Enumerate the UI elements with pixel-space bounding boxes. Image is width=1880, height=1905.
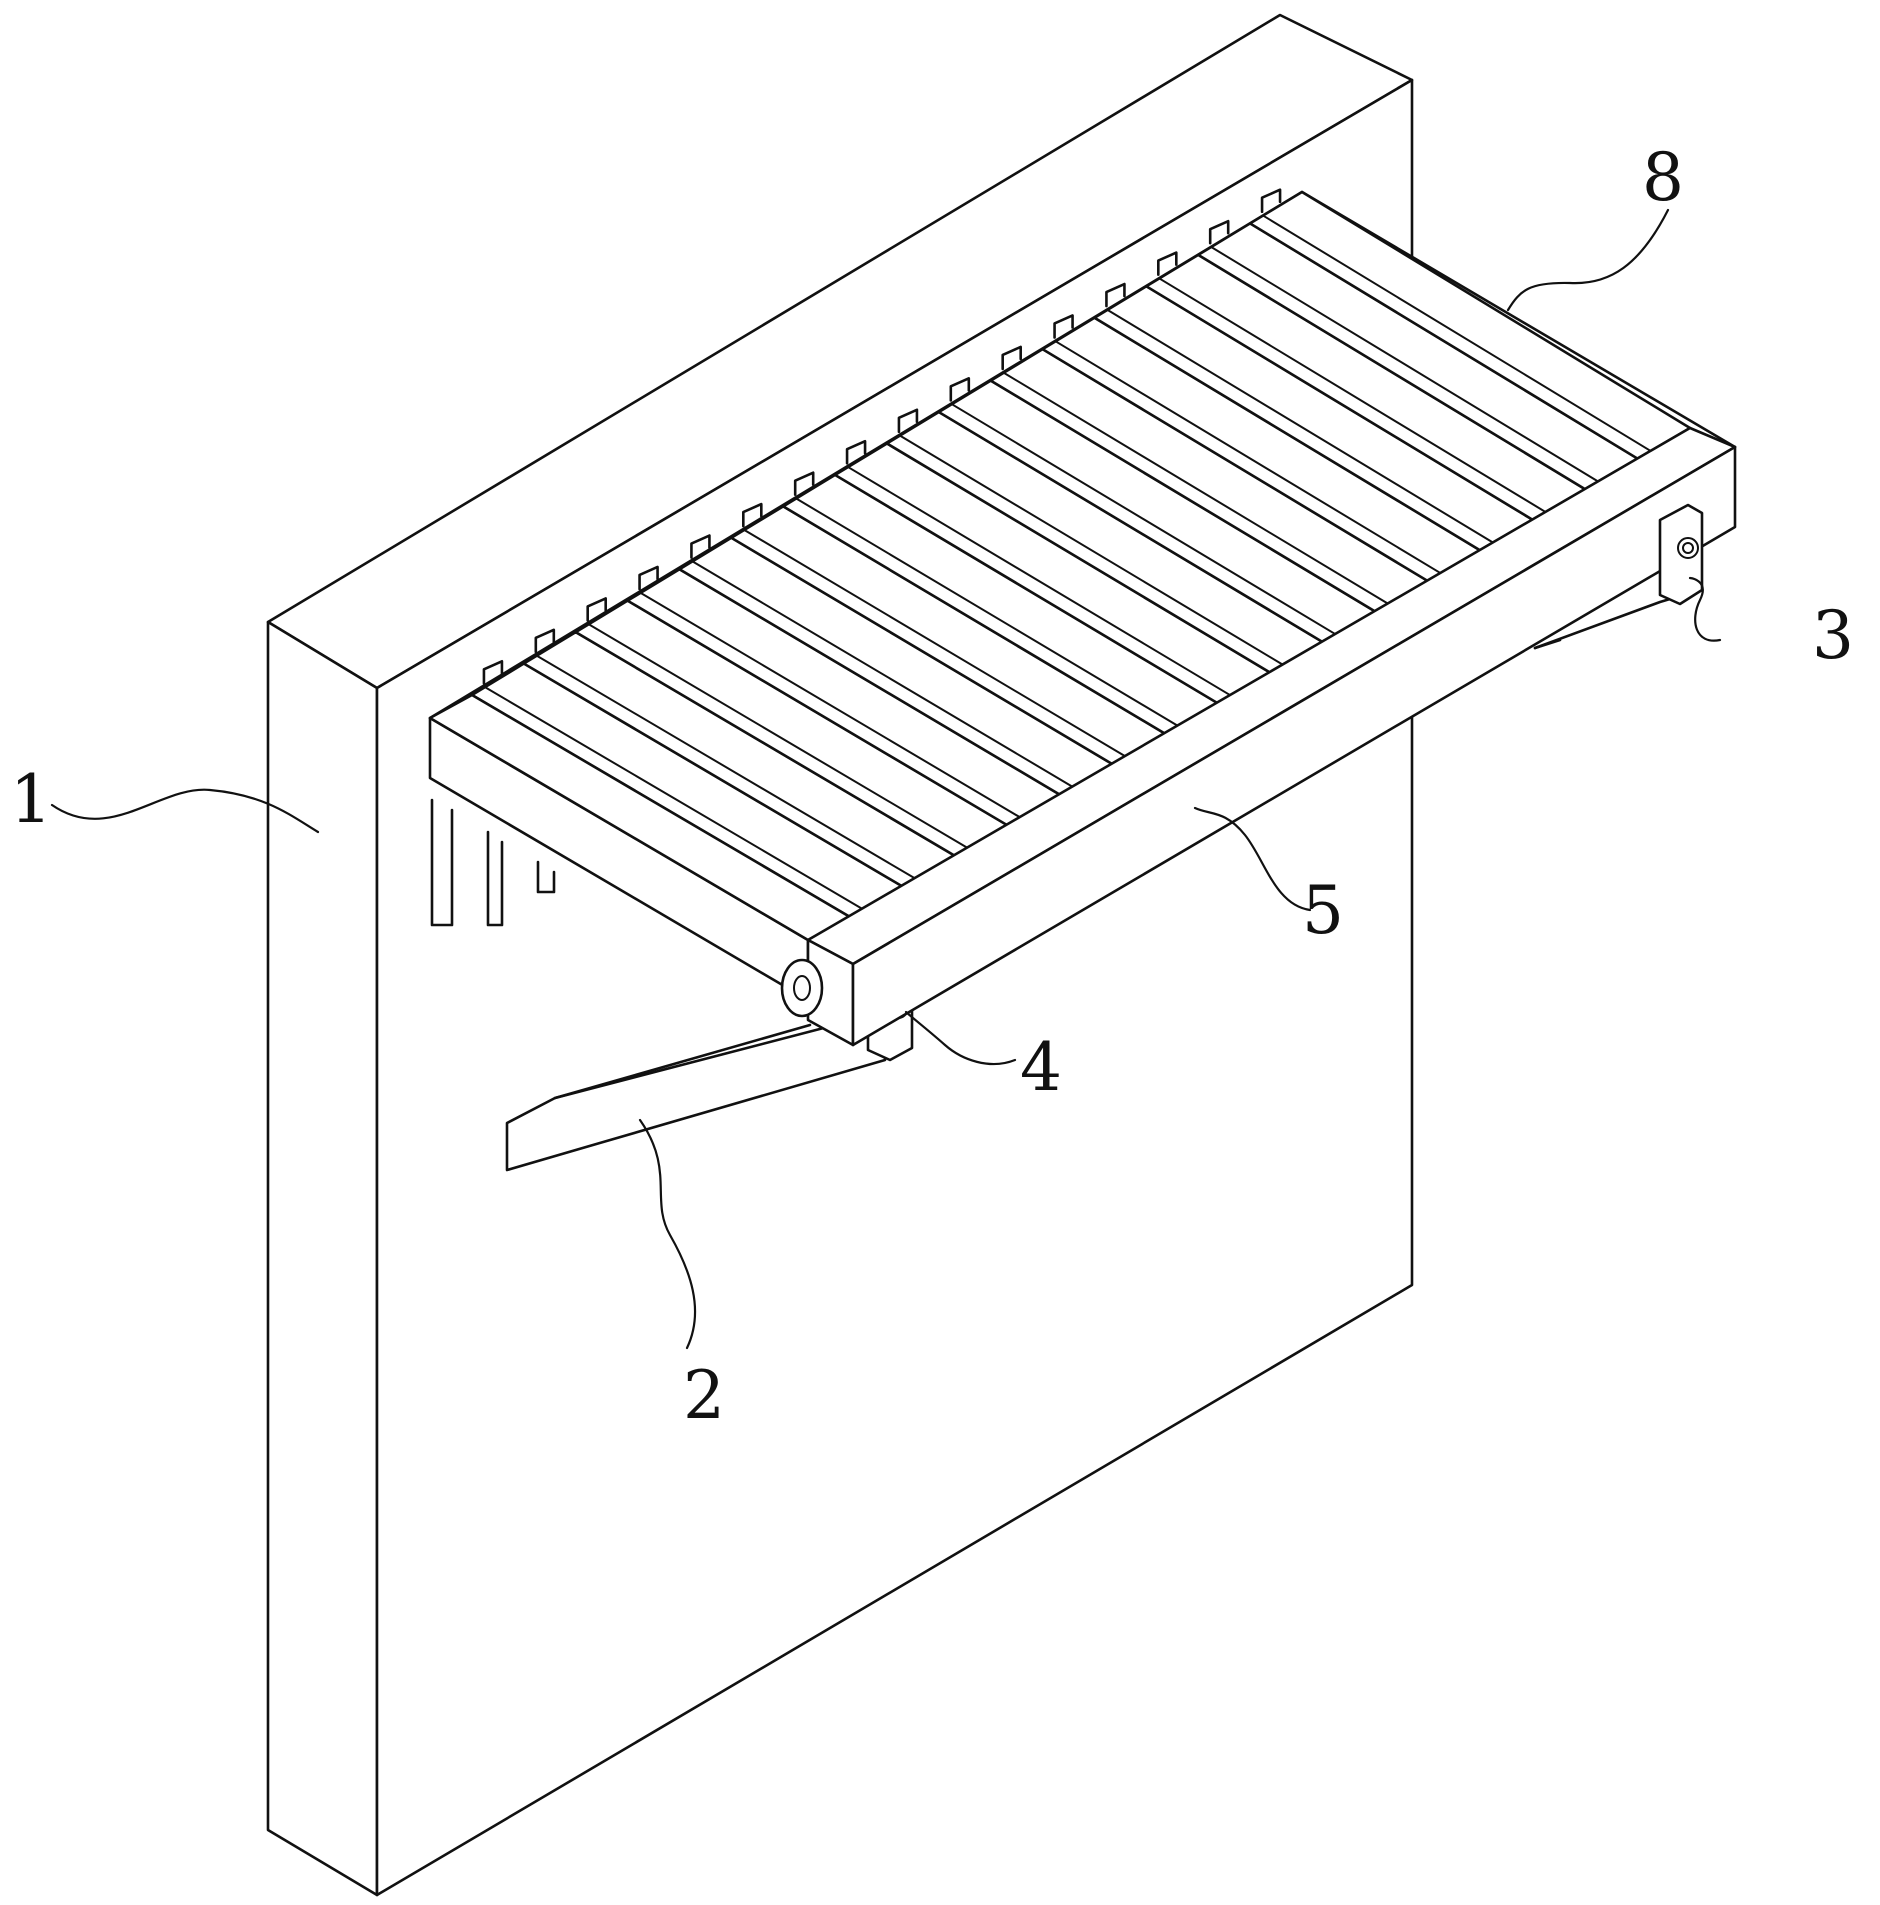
roller-end-tabs (482, 188, 1282, 685)
roller-highlight (691, 560, 1075, 789)
hanging-hooks (430, 798, 556, 927)
roller-tab (1260, 188, 1282, 214)
roller-tab (482, 659, 504, 685)
leader-8 (1506, 208, 1670, 312)
roller-highlight (1002, 371, 1390, 605)
leader-1 (50, 788, 320, 834)
roller-highlight (1210, 246, 1600, 483)
roller-highlight (1106, 308, 1495, 544)
label-8: 8 (1642, 139, 1684, 216)
roller-tab (742, 502, 763, 528)
roller-tab (949, 377, 971, 402)
roller-highlight (950, 403, 1337, 636)
roller-tab (586, 597, 607, 622)
leader-5 (1193, 806, 1312, 912)
reference-numerals: 1 2 3 4 5 8 (10, 139, 1854, 1434)
roller-highlight (483, 686, 865, 911)
roller-highlight (795, 497, 1180, 727)
rollers (470, 190, 1692, 919)
roller-highlight (1262, 214, 1652, 452)
roller-highlight (639, 591, 1022, 819)
roller-tab (1157, 251, 1178, 276)
roller-highlight (1158, 277, 1547, 514)
leader-2 (638, 1118, 697, 1350)
label-2: 2 (683, 1357, 725, 1434)
roller-tab (1208, 219, 1230, 245)
label-5: 5 (1302, 872, 1344, 949)
roller-highlight (535, 654, 917, 880)
roller-tab (1001, 345, 1022, 371)
roller-tab (534, 628, 556, 654)
leader-lines (50, 208, 1722, 1350)
roller-tab (690, 534, 711, 559)
label-1: 1 (10, 761, 52, 838)
roller-tab (638, 565, 659, 591)
roller-highlight (743, 528, 1127, 758)
roller-highlight (587, 623, 970, 850)
roller-tab (793, 471, 815, 496)
roller-tab (1105, 282, 1126, 308)
roller-tab (845, 439, 867, 465)
roller-highlight (847, 466, 1232, 697)
leader-3 (1688, 576, 1722, 642)
roller-highlight (898, 434, 1285, 666)
label-4: 4 (1020, 1029, 1062, 1106)
roller-tab (1053, 314, 1074, 339)
leader-4 (904, 1010, 1017, 1065)
label-3: 3 (1812, 597, 1854, 674)
roller-shelf (428, 188, 1737, 1047)
roller-highlight (1054, 340, 1442, 575)
roller-tab (897, 408, 919, 434)
